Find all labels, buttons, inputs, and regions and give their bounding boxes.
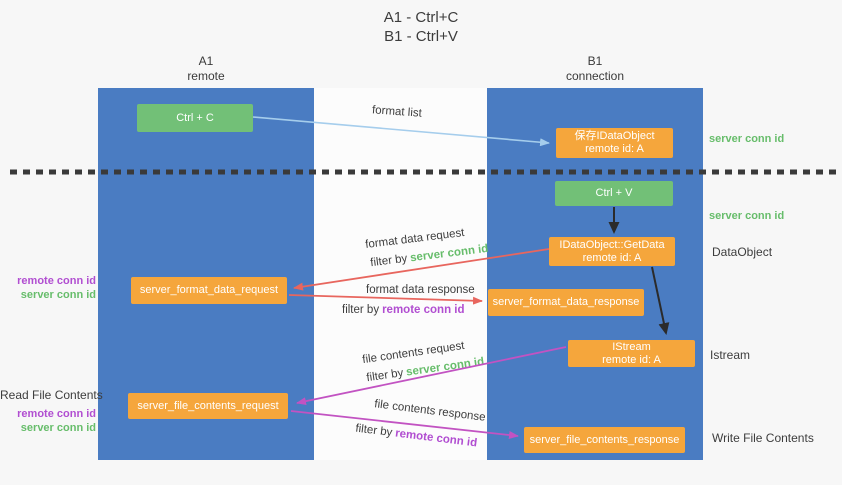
node-save-idataobject-line1: 保存IDataObject (574, 130, 655, 142)
node-istream-line2: remote id: A (602, 353, 661, 366)
title-line-1: A1 - Ctrl+C (383, 9, 459, 26)
remote-conn-id-label: remote conn id (17, 275, 96, 287)
node-server-format-data-response: server_format_data_response (488, 289, 644, 316)
diagram-title: A1 - Ctrl+C B1 - Ctrl+V (0, 8, 842, 46)
node-ctrl-v: Ctrl + V (555, 181, 673, 206)
node-server-file-contents-request-label: server_file_contents_request (137, 399, 279, 412)
node-istream: IStream remote id: A (568, 340, 695, 367)
node-istream-line1: IStream (612, 340, 651, 353)
annotation-istream: Istream (710, 348, 751, 362)
lane-a1-title: A1 (198, 54, 214, 68)
node-server-file-contents-response-label: server_file_contents_response (529, 433, 680, 446)
annotation-server-conn-id-mid: server conn id (709, 210, 785, 222)
node-server-format-data-response-label: server_format_data_response (492, 296, 640, 308)
node-server-format-data-request: server_format_data_request (131, 277, 287, 304)
label-format-data-response: format data response (366, 284, 475, 296)
server-conn-id-label: server conn id (20, 422, 96, 434)
title-line-2: B1 - Ctrl+V (384, 28, 458, 45)
annotation-conn-ids-bottom: remote conn id server conn id (0, 407, 96, 435)
annotation-write-file-contents: Write File Contents (712, 431, 814, 445)
lane-header-a1: A1 remote (98, 54, 314, 84)
node-server-file-contents-response: server_file_contents_response (524, 427, 685, 453)
server-conn-id-label: server conn id (20, 289, 96, 301)
lane-b1-title: B1 (587, 54, 603, 68)
annotation-conn-ids-top: remote conn id server conn id (0, 274, 96, 302)
lane-b1-subtitle: connection (565, 69, 625, 83)
lane-header-b1: B1 connection (487, 54, 703, 84)
annotation-dataobject: DataObject (712, 245, 773, 259)
annotation-server-conn-id-top: server conn id (709, 133, 785, 145)
lane-a1-subtitle: remote (187, 69, 225, 83)
node-getdata-line1: IDataObject::GetData (559, 238, 665, 251)
node-server-file-contents-request: server_file_contents_request (128, 393, 288, 419)
annotation-read-file-contents: Read File Contents (0, 388, 103, 402)
node-getdata-line2: remote id: A (582, 251, 642, 264)
node-ctrl-c-label: Ctrl + C (176, 111, 214, 124)
node-ctrl-c: Ctrl + C (137, 104, 253, 132)
node-ctrl-v-label: Ctrl + V (595, 187, 633, 199)
remote-conn-id-label: remote conn id (17, 408, 96, 420)
node-save-idataobject-line2: remote id: A (585, 143, 644, 155)
node-idataobject-getdata: IDataObject::GetData remote id: A (549, 237, 675, 266)
node-save-idataobject: 保存IDataObject remote id: A (556, 128, 673, 158)
filter-by-text: filter by (342, 304, 380, 316)
node-server-format-data-request-label: server_format_data_request (139, 284, 279, 296)
remote-conn-id-text: remote conn id (382, 304, 465, 316)
